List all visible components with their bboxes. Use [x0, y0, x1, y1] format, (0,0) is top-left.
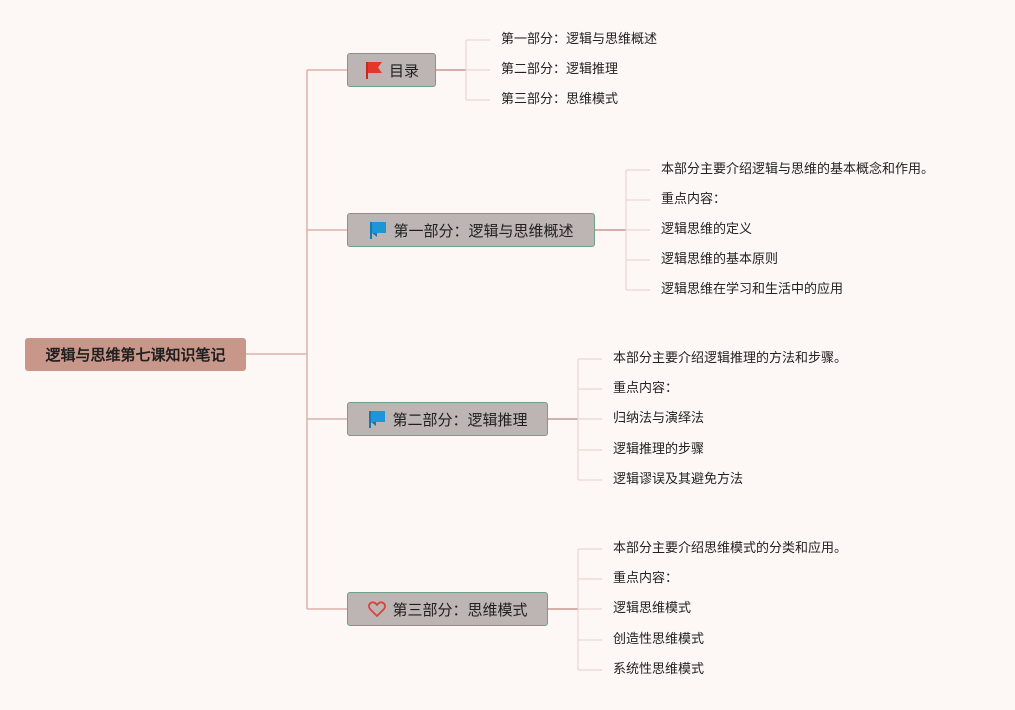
leaf-item[interactable]: 归纳法与演绎法: [613, 411, 705, 426]
branch-title: 第一部分：逻辑与思维概述: [393, 221, 574, 240]
leaf-item[interactable]: 第二部分：逻辑推理: [501, 62, 619, 77]
leaf-item[interactable]: 创造性思维模式: [613, 632, 705, 647]
branch-node-part-3[interactable]: 第三部分：思维模式: [347, 592, 548, 626]
branch-node-part-2[interactable]: 第二部分：逻辑推理: [347, 402, 548, 436]
branch-node-part-1[interactable]: 第一部分：逻辑与思维概述: [347, 213, 595, 247]
root-node[interactable]: 逻辑与思维第七课知识笔记: [25, 338, 246, 371]
branch-title: 第三部分：思维模式: [392, 600, 528, 619]
leaf-item[interactable]: 逻辑思维模式: [613, 601, 692, 616]
leaf-item[interactable]: 逻辑思维的基本原则: [661, 252, 779, 267]
blue-flag-icon: [367, 409, 387, 429]
leaf-item[interactable]: 逻辑思维的定义: [661, 222, 753, 237]
red-flag-icon: [364, 60, 384, 80]
leaf-item[interactable]: 第三部分：思维模式: [501, 92, 619, 107]
leaf-item[interactable]: 本部分主要介绍逻辑推理的方法和步骤。: [613, 351, 848, 366]
leaf-item[interactable]: 第一部分：逻辑与思维概述: [501, 32, 658, 47]
leaf-item[interactable]: 逻辑思维在学习和生活中的应用: [661, 282, 844, 297]
leaf-item[interactable]: 重点内容：: [613, 571, 679, 586]
leaf-item[interactable]: 本部分主要介绍逻辑与思维的基本概念和作用。: [661, 162, 935, 177]
root-title: 逻辑与思维第七课知识笔记: [45, 346, 226, 364]
branch-title: 目录: [388, 61, 419, 80]
leaf-item[interactable]: 重点内容：: [613, 381, 679, 396]
leaf-item[interactable]: 重点内容：: [661, 192, 727, 207]
heart-icon: [367, 599, 387, 619]
leaf-item[interactable]: 逻辑谬误及其避免方法: [613, 472, 744, 487]
leaf-item[interactable]: 系统性思维模式: [613, 662, 705, 677]
leaf-item[interactable]: 本部分主要介绍思维模式的分类和应用。: [613, 541, 848, 556]
branch-node-toc[interactable]: 目录: [347, 53, 436, 87]
branch-title: 第二部分：逻辑推理: [392, 410, 528, 429]
leaf-item[interactable]: 逻辑推理的步骤: [613, 442, 705, 457]
blue-flag-icon: [368, 220, 388, 240]
